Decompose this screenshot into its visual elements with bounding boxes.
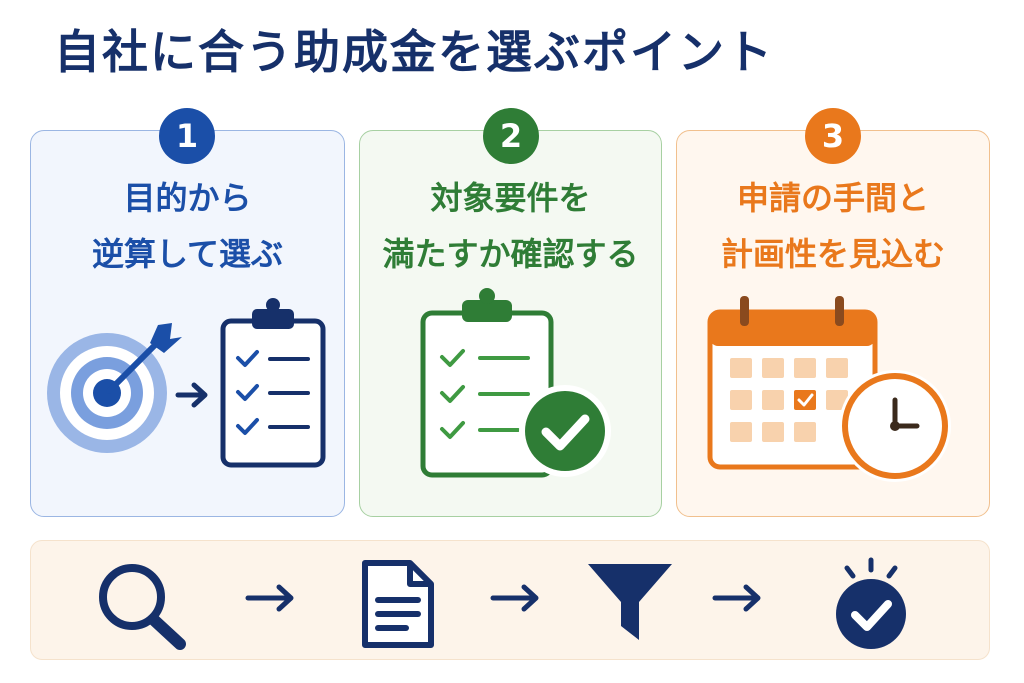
point-number-badge-1: 1 (159, 108, 215, 164)
arrow-right-icon (175, 382, 208, 408)
arrow-right-icon (490, 584, 539, 612)
point-2-illustration (420, 288, 611, 478)
clock-icon (839, 370, 951, 482)
point-heading-2-line2: 満たすか確認する (382, 235, 639, 273)
point-heading-1: 目的から 逆算して選ぶ (30, 170, 345, 282)
point-number-badge-3: 3 (805, 108, 861, 164)
point-1-illustration (47, 298, 326, 468)
arrow-right-icon (712, 584, 761, 612)
page-title: 自社に合う助成金を選ぶポイント (54, 25, 774, 79)
check-badge-icon (836, 557, 906, 649)
filter-funnel-icon (588, 564, 672, 640)
document-icon (362, 560, 434, 648)
arrow-right-icon (245, 584, 294, 612)
target-icon (47, 323, 182, 453)
check-circle-icon (519, 385, 611, 477)
point-heading-1-line1: 目的から (123, 179, 252, 217)
calendar-icon (707, 296, 878, 470)
point-heading-3: 申請の手間と 計画性を見込む (676, 170, 990, 282)
point-heading-2-line1: 対象要件を (430, 179, 591, 217)
point-heading-1-line2: 逆算して選ぶ (91, 235, 284, 273)
point-number-badge-2: 2 (483, 108, 539, 164)
point-heading-2: 対象要件を 満たすか確認する (359, 170, 662, 282)
search-icon (99, 564, 186, 650)
point-heading-3-line1: 申請の手間と (736, 179, 929, 217)
checklist-clipboard-icon (220, 298, 326, 468)
checklist-clipboard-icon (420, 288, 554, 478)
point-3-illustration (707, 296, 951, 482)
point-heading-3-line2: 計画性を見込む (720, 235, 945, 273)
